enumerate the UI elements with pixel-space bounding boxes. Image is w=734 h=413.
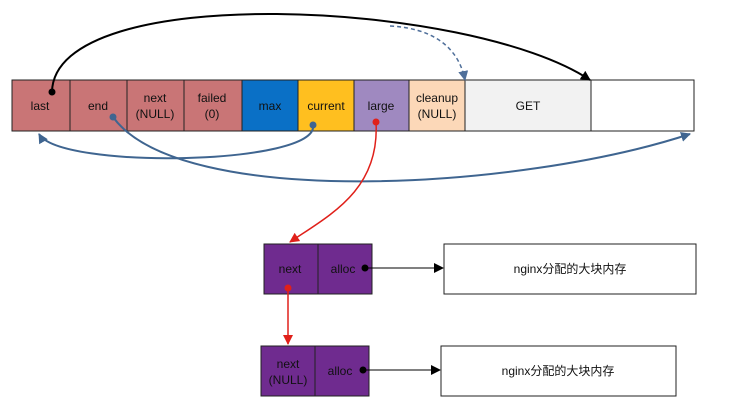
large-node-1-alloc-label: alloc <box>331 262 356 276</box>
cell-next-label-line2: (NULL) <box>136 107 175 121</box>
cell-large <box>353 79 410 132</box>
large-node-1-memory <box>443 243 697 295</box>
dot-last <box>48 88 56 96</box>
cell-cleanup-label-line1: cleanup <box>416 91 458 105</box>
dot-large <box>372 118 380 126</box>
cell-last-label: last <box>31 99 50 113</box>
cell-cleanup-label-line2: (NULL) <box>418 107 457 121</box>
arrow-dashed-to-get <box>389 25 469 81</box>
large-node-2-alloc-label: alloc <box>328 364 353 378</box>
arrow-last-to-end <box>51 13 591 93</box>
pool-row: last end next (NULL) failed (0) max curr… <box>11 79 695 132</box>
cell-next <box>126 79 185 132</box>
arrow-current-to-start <box>38 124 315 160</box>
large-node-1: next alloc nginx分配的大块内存 <box>263 243 697 345</box>
cell-get <box>464 79 592 132</box>
large-node-2: next (NULL) alloc nginx分配的大块内存 <box>260 345 677 397</box>
large-node-2-memory <box>440 345 677 397</box>
arrow-end-to-right <box>112 116 691 183</box>
cell-failed-label-line1: failed <box>198 91 227 105</box>
dot-end <box>109 113 117 121</box>
large-node-2-next-label-line2: (NULL) <box>269 373 308 387</box>
cell-get-label: GET <box>516 99 541 113</box>
cell-empty <box>590 79 695 132</box>
dot-current <box>309 121 317 129</box>
large-node-1-next-label: next <box>279 262 302 276</box>
large-node-1-memory-label: nginx分配的大块内存 <box>514 261 627 276</box>
cell-large-label: large <box>368 99 395 113</box>
pool-arrows <box>38 13 691 243</box>
large-node-2-next <box>260 345 316 397</box>
cell-failed-label-line2: (0) <box>205 107 220 121</box>
cell-max-label: max <box>259 99 282 113</box>
cell-cleanup <box>408 79 466 132</box>
large-node-1-next <box>263 243 319 295</box>
cell-next-label-line1: next <box>144 91 167 105</box>
arrow-large-to-node1 <box>289 121 377 243</box>
large-node-2-next-label-line1: next <box>277 357 300 371</box>
cell-end-label: end <box>88 99 108 113</box>
cell-max <box>241 79 299 132</box>
cell-last <box>11 79 71 132</box>
large-node-2-memory-label: nginx分配的大块内存 <box>502 363 615 378</box>
cell-current-label: current <box>307 99 345 113</box>
cell-failed <box>183 79 243 132</box>
